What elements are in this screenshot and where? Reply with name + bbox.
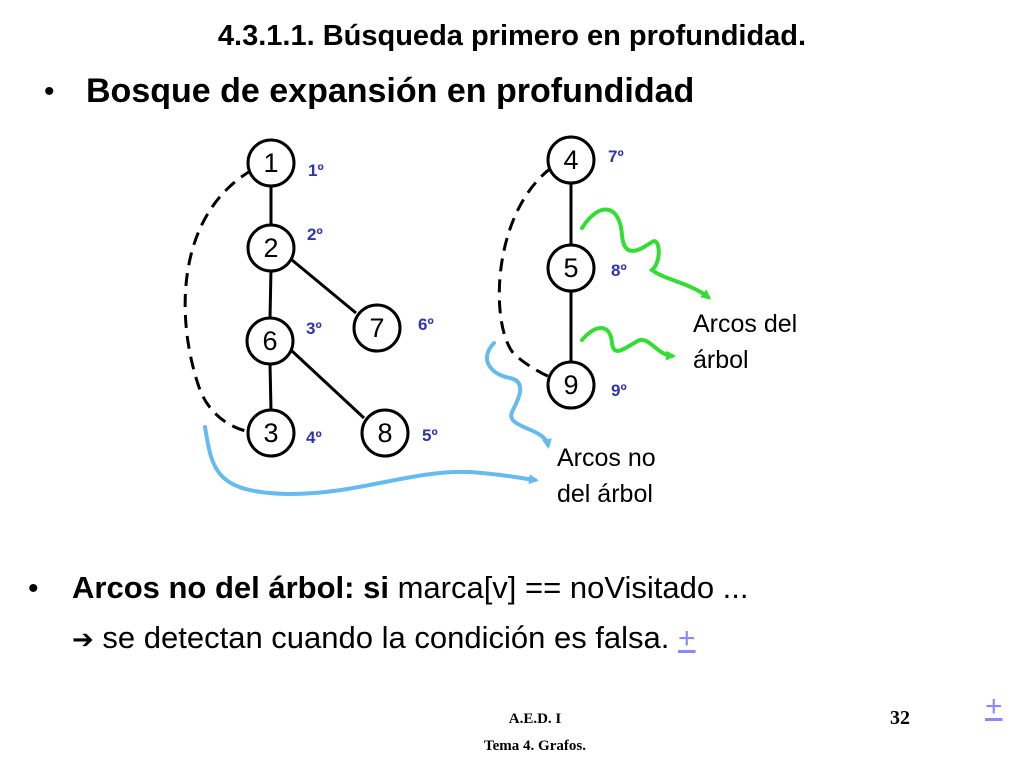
node-3 bbox=[246, 408, 296, 458]
bottom-paragraph-line1: Arcos no del árbol: si marca[v] == noVis… bbox=[72, 570, 749, 606]
right-arrow-icon: ➔ bbox=[72, 625, 94, 655]
bullet-heading: Bosque de expansión en profundidad bbox=[86, 72, 695, 110]
order-n8: 5º bbox=[422, 426, 438, 445]
bottom-paragraph-line2: ➔ se detectan cuando la condición es fal… bbox=[72, 620, 696, 656]
order-n5: 8º bbox=[611, 261, 627, 280]
dfs-forest-diagram: 1 2 6 7 3 8 4 5 9 1º 2º 3º 4º 5º 6º 7º 8… bbox=[183, 135, 797, 508]
node-2 bbox=[246, 223, 296, 273]
non-tree-arc-arrow-upper bbox=[485, 341, 552, 449]
visit-order-labels: 1º 2º 3º 4º 5º 6º 7º 8º 9º bbox=[306, 147, 627, 447]
order-n6: 3º bbox=[306, 319, 322, 338]
node-4 bbox=[546, 135, 596, 185]
order-n3: 4º bbox=[306, 428, 322, 447]
node-6 bbox=[245, 316, 295, 366]
back-edge-3-1 bbox=[183, 168, 253, 434]
node-label-4: 4 bbox=[563, 145, 578, 175]
tree-arc-arrows bbox=[580, 207, 712, 361]
more-link[interactable]: + bbox=[678, 622, 696, 655]
order-n9: 9º bbox=[611, 381, 627, 400]
tree-arc-arrow-lower bbox=[580, 326, 676, 361]
footer-course: A.E.D. I bbox=[508, 711, 562, 727]
edge-6-3 bbox=[268, 363, 273, 411]
tree-arcs-label-line2: árbol bbox=[693, 346, 749, 374]
node-label-5: 5 bbox=[563, 253, 578, 283]
bullet-marker: • bbox=[44, 75, 55, 108]
bottom-line2-text: se detectan cuando la condición es falsa… bbox=[93, 620, 679, 655]
non-tree-arc-arrows bbox=[203, 341, 552, 497]
tree-edges bbox=[268, 183, 573, 420]
node-8 bbox=[360, 408, 410, 458]
bottom-bold-text: Arcos no del árbol: si bbox=[72, 570, 389, 605]
order-n4: 7º bbox=[608, 147, 624, 166]
order-n7: 6º bbox=[418, 315, 434, 334]
node-label-3: 3 bbox=[263, 418, 278, 448]
node-label-1: 1 bbox=[263, 148, 278, 178]
edge-2-7 bbox=[291, 258, 357, 315]
non-tree-edges bbox=[183, 166, 553, 434]
back-edge-9-4 bbox=[497, 166, 553, 380]
non-tree-arcs-label-line1: Arcos no bbox=[557, 444, 656, 472]
node-7 bbox=[352, 303, 402, 353]
node-9 bbox=[546, 360, 596, 410]
order-n1: 1º bbox=[308, 161, 324, 180]
graph-nodes bbox=[245, 135, 596, 458]
arc-type-labels: Arcos del árbol Arcos no del árbol bbox=[557, 310, 797, 508]
bullet-marker-2: • bbox=[28, 572, 39, 605]
edge-2-6 bbox=[268, 268, 273, 319]
node-label-9: 9 bbox=[563, 370, 578, 400]
footer-topic: Tema 4. Grafos. bbox=[484, 738, 586, 754]
page-number: 32 bbox=[890, 707, 910, 729]
corner-more-link[interactable]: + bbox=[985, 690, 1003, 723]
edge-6-8 bbox=[290, 349, 366, 420]
order-n2: 2º bbox=[307, 225, 323, 244]
node-label-7: 7 bbox=[369, 313, 384, 343]
tree-arcs-label-line1: Arcos del bbox=[693, 310, 797, 338]
non-tree-arc-arrow-lower bbox=[203, 425, 539, 497]
node-label-8: 8 bbox=[377, 418, 392, 448]
node-label-6: 6 bbox=[262, 326, 277, 356]
node-1 bbox=[246, 138, 296, 188]
node-5 bbox=[546, 243, 596, 293]
tree-arc-arrow-upper bbox=[580, 207, 712, 300]
node-labels: 1 2 6 7 3 8 4 5 9 bbox=[262, 145, 578, 448]
non-tree-arcs-label-line2: del árbol bbox=[557, 480, 653, 508]
bottom-normal-text: marca[v] == noVisitado ... bbox=[388, 570, 749, 605]
node-label-2: 2 bbox=[263, 233, 278, 263]
slide-title: 4.3.1.1. Búsqueda primero en profundidad… bbox=[217, 20, 807, 52]
